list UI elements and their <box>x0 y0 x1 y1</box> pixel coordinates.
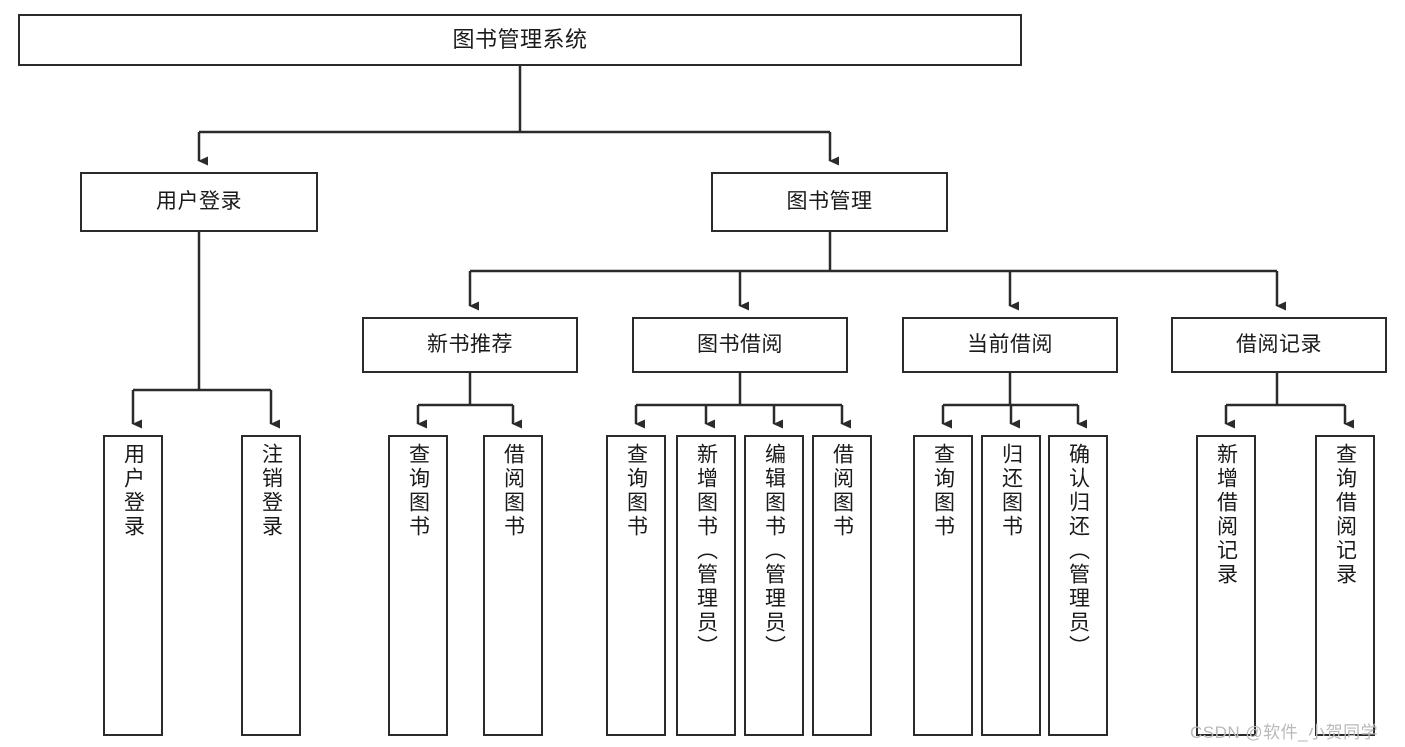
node-current_borrow-label: 当前借阅 <box>967 332 1053 356</box>
node-leaf_add_book-label: 新增图书（管理员） <box>694 443 718 659</box>
node-leaf_borrow_book_1-label: 借阅图书 <box>501 443 525 539</box>
node-leaf_confirm_return-label: 确认归还（管理员） <box>1066 443 1090 659</box>
node-leaf_edit_book[interactable]: 编辑图书（管理员） <box>744 435 804 736</box>
node-leaf_query_record[interactable]: 查询借阅记录 <box>1315 435 1375 736</box>
node-book_borrow-label: 图书借阅 <box>697 332 783 356</box>
node-leaf_edit_book-label: 编辑图书（管理员） <box>762 443 786 659</box>
node-current_borrow[interactable]: 当前借阅 <box>902 317 1118 373</box>
node-leaf_query_record-label: 查询借阅记录 <box>1333 443 1357 587</box>
node-leaf_add_book[interactable]: 新增图书（管理员） <box>676 435 736 736</box>
node-leaf_return_book-label: 归还图书 <box>999 443 1023 539</box>
node-leaf_user_logout[interactable]: 注销登录 <box>241 435 301 736</box>
node-leaf_borrow_book_2-label: 借阅图书 <box>830 443 854 539</box>
node-leaf_query_book_1[interactable]: 查询图书 <box>388 435 448 736</box>
node-user_login[interactable]: 用户登录 <box>80 172 318 232</box>
node-leaf_return_book[interactable]: 归还图书 <box>981 435 1041 736</box>
watermark: CSDN @软件_小贺同学 <box>1190 723 1379 742</box>
node-leaf_query_book_2[interactable]: 查询图书 <box>606 435 666 736</box>
node-book_manage[interactable]: 图书管理 <box>711 172 948 232</box>
node-leaf_confirm_return[interactable]: 确认归还（管理员） <box>1048 435 1108 736</box>
node-leaf_user_logout-label: 注销登录 <box>259 443 283 539</box>
node-leaf_query_book_3-label: 查询图书 <box>931 443 955 539</box>
node-leaf_borrow_book_1[interactable]: 借阅图书 <box>483 435 543 736</box>
node-book_borrow[interactable]: 图书借阅 <box>632 317 848 373</box>
node-user_login-label: 用户登录 <box>156 189 242 213</box>
node-leaf_query_book_3[interactable]: 查询图书 <box>913 435 973 736</box>
node-root-label: 图书管理系统 <box>452 27 588 53</box>
node-leaf_query_book_1-label: 查询图书 <box>406 443 430 539</box>
node-borrow_record[interactable]: 借阅记录 <box>1171 317 1387 373</box>
node-new_book_rec-label: 新书推荐 <box>427 332 513 356</box>
node-leaf_add_record[interactable]: 新增借阅记录 <box>1196 435 1256 736</box>
node-new_book_rec[interactable]: 新书推荐 <box>362 317 578 373</box>
node-leaf_query_book_2-label: 查询图书 <box>624 443 648 539</box>
node-leaf_user_login-label: 用户登录 <box>121 443 145 539</box>
node-leaf_borrow_book_2[interactable]: 借阅图书 <box>812 435 872 736</box>
node-book_manage-label: 图书管理 <box>786 189 873 213</box>
node-borrow_record-label: 借阅记录 <box>1236 332 1322 356</box>
node-leaf_add_record-label: 新增借阅记录 <box>1214 443 1238 587</box>
node-root[interactable]: 图书管理系统 <box>18 14 1022 66</box>
node-leaf_user_login[interactable]: 用户登录 <box>103 435 163 736</box>
